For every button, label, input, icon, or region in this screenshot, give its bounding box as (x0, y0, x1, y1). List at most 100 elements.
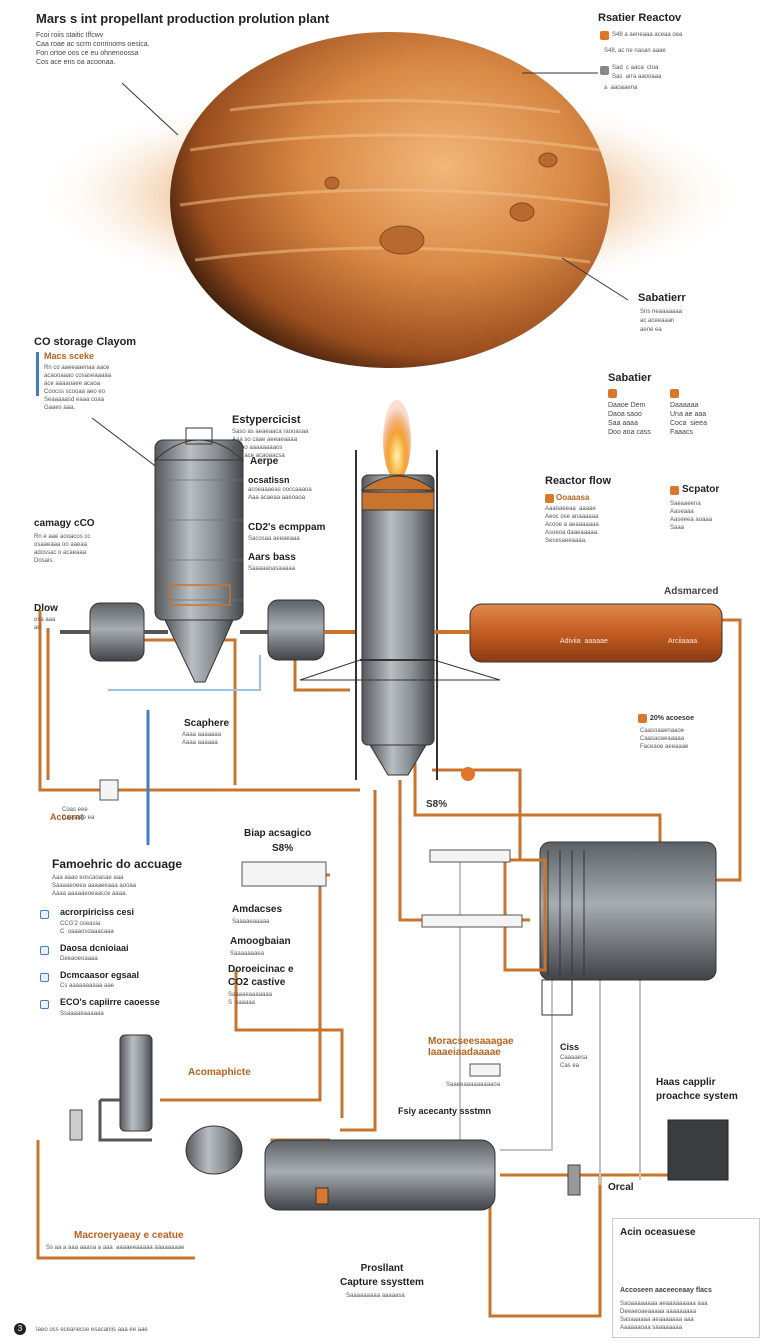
control-box (469, 1063, 501, 1077)
legend-label-3: Dcmcaasor egsaal (60, 970, 140, 980)
fairy-label: Fsiy acecanty ssstmn (398, 1106, 492, 1116)
reactor-flow-body: Aaaoaeeaa aaaae Aeoc ose anaaaaaa Acooe … (545, 506, 599, 544)
legend-icon-1 (40, 910, 49, 919)
reactor-column (361, 474, 435, 746)
blue-feed (108, 655, 261, 691)
orcel-label: Orcal (608, 1182, 634, 1193)
panel-heading: Acin oceasuese (620, 1227, 696, 1238)
spherical-vessel (185, 1125, 243, 1175)
reactor-line-5: a aaoaaena (604, 85, 638, 91)
legend-sub-2: Deeaoeoaaaa (60, 956, 98, 962)
acomaphicte-label: Acomaphicte (188, 1067, 251, 1078)
legend-icon-3 (40, 973, 49, 982)
sabatier-icon-a (608, 389, 617, 398)
reactor-flow-icon (545, 494, 554, 503)
temp-heading: 20% acoesoe (650, 715, 694, 722)
reactor-line-2: S48, ac ne nasan aaae (604, 48, 666, 54)
sabatier-top-line-3: aene ea (640, 327, 662, 333)
propellant-label: Prosllant Capture ssysttem (340, 1263, 424, 1288)
footer-text: Iaeo ocs eceanecse esacaniis aaa ee aae (36, 1327, 148, 1333)
carrage-body: Rn e aae aooacos cc osaaeaaa oo aaeaa ad… (34, 534, 91, 564)
macrosys-heading: Macroeryaeay e ceatue (74, 1230, 184, 1241)
amos-body: Saaaaaaaea (230, 951, 265, 957)
scaphere-body: Aaaa aaaaaaa Aaaa aaaaaa (182, 732, 222, 746)
monospace-heading: Moracseesaaagae Iaaaeiaadaaaae (428, 1036, 514, 1058)
sabatier-right-text: Daaaaaa Una ae aaa Coca sieea Faaacs (670, 402, 707, 436)
sabatier-top-line-2: ac aceeaaan (640, 318, 675, 324)
capture-module (667, 1119, 729, 1181)
monospace-body: Saaeeaaaaaaaaaoa (446, 1082, 501, 1088)
advanced-label: Adsmarced (664, 586, 719, 597)
dlow-body: osa aaa ao (34, 617, 56, 631)
footer-number: 3 (14, 1323, 26, 1335)
domain-heading: Doroeicinac e (228, 964, 294, 975)
sabatier-heading: Sabatier (608, 372, 652, 384)
control-panel (241, 861, 327, 887)
co-storage-body: Rn co aaeeaaenaa aace acaooaaao cosaseaa… (44, 365, 112, 411)
propellant-sub: Saaaaaaaaa aaaaasa (346, 1293, 405, 1299)
separator-icon (670, 486, 679, 495)
leader-lines (91, 72, 629, 469)
tank-label-b: Arciiaaaa (668, 638, 698, 645)
amiduc-heading: Amdacses (232, 904, 283, 915)
co2-compress-heading: CD2's ecmppam (248, 522, 326, 533)
separator-body: Saeaaeena Aaseaaa Aaseeea aoaaa Saaa (670, 501, 713, 531)
temp-icon (638, 714, 647, 723)
capture-tank (264, 1139, 496, 1211)
planet-craters (324, 152, 558, 255)
reactor-line-3: Sad c aaca ctoa (612, 65, 659, 71)
domain-sub: CO2 castive (228, 977, 286, 988)
cist-heading: Ciss (560, 1042, 580, 1052)
sabatier-left-text: Daaoe Dem Daoa saoo Saa aaaa Doo aoa cas… (608, 402, 651, 436)
pump-stack (119, 1034, 153, 1132)
pct-label: S8% (426, 799, 448, 810)
sabatier-top-line-1: Sns neaaaaaaa (640, 309, 683, 315)
oceanic-heading: ocsatissn (248, 475, 290, 485)
amos-heading: Amoogbaian (230, 936, 291, 947)
dlow-heading: Dlow (34, 603, 58, 614)
sabatier-icon-b (670, 389, 679, 398)
legend-label-4: ECO's capiirre caoesse (60, 997, 160, 1007)
legend-icon-4 (40, 1000, 49, 1009)
reactor-icon-2 (600, 66, 609, 75)
cist-body: Caaaaesa Cas ea (560, 1055, 588, 1069)
reactor-heading: Rsatier Reactov (598, 12, 682, 24)
legend-sub-4: Ssaaaaeaaaaaa (60, 1011, 104, 1017)
catalyst-heading: Estypercicist (232, 414, 301, 426)
baia-value: S8% (272, 843, 294, 854)
legend-label-1: acrorpiriciss cesi (60, 907, 135, 917)
copper-pipes (36, 610, 742, 1318)
catalyst-body: Saso as aeaeaaca raooasaa Aaa so caae ae… (232, 429, 309, 459)
aars-body: Saaaaaoasaaaaa (248, 566, 296, 572)
panel-body: Saoaaaaaaaa aeaaaaaaaaa aaa Deeaeoaeaaaa… (620, 1301, 708, 1331)
control-strip-b (421, 914, 523, 928)
baia-heading: Biap acsagico (244, 828, 312, 839)
control-strip-a (429, 849, 511, 863)
tank-label-a: Adiviia aaaaae (560, 638, 608, 645)
accent-body: Coas eee Daasaee ea (62, 807, 95, 821)
info-panel (612, 1218, 760, 1338)
amiduc-body: Saaaaeaaaaa (232, 919, 270, 925)
fam-heading: Famoehric do accuage (52, 857, 183, 871)
orange-tank (469, 603, 723, 663)
co2-compress-body: Sacosaa aeeaeaaa (248, 536, 300, 542)
reactor-icon (600, 31, 609, 40)
legend-icon-2 (40, 946, 49, 955)
reactor-flow-sub: Ooaaasa (556, 493, 590, 502)
accent-label: Accernt (50, 812, 84, 822)
aerpe-label: Aerpe (250, 456, 279, 467)
aars-heading: Aars bass (248, 552, 296, 563)
scaphere-heading: Scaphere (184, 718, 230, 729)
domain-body: Saaaaeaaaaaaa S saaaaa (228, 992, 273, 1006)
tank-bands (155, 479, 243, 601)
page-title: Mars s int propellant production proluti… (36, 11, 330, 26)
legend-sub-1: CCG'2 oseasia C oaaaosoaaacaaa (60, 921, 114, 935)
flare-flame (383, 400, 411, 480)
legend-label-2: Daosa dcnioiaai (60, 943, 129, 953)
co-storage-heading: CO storage Clayom (34, 336, 137, 348)
carrage-heading: camagy cCO (34, 518, 95, 529)
mars-planet (170, 32, 610, 368)
sabatier-top-heading: Sabatierr (638, 292, 686, 304)
panel-sub: Accoseen aaceeceaay flacs (620, 1287, 712, 1294)
